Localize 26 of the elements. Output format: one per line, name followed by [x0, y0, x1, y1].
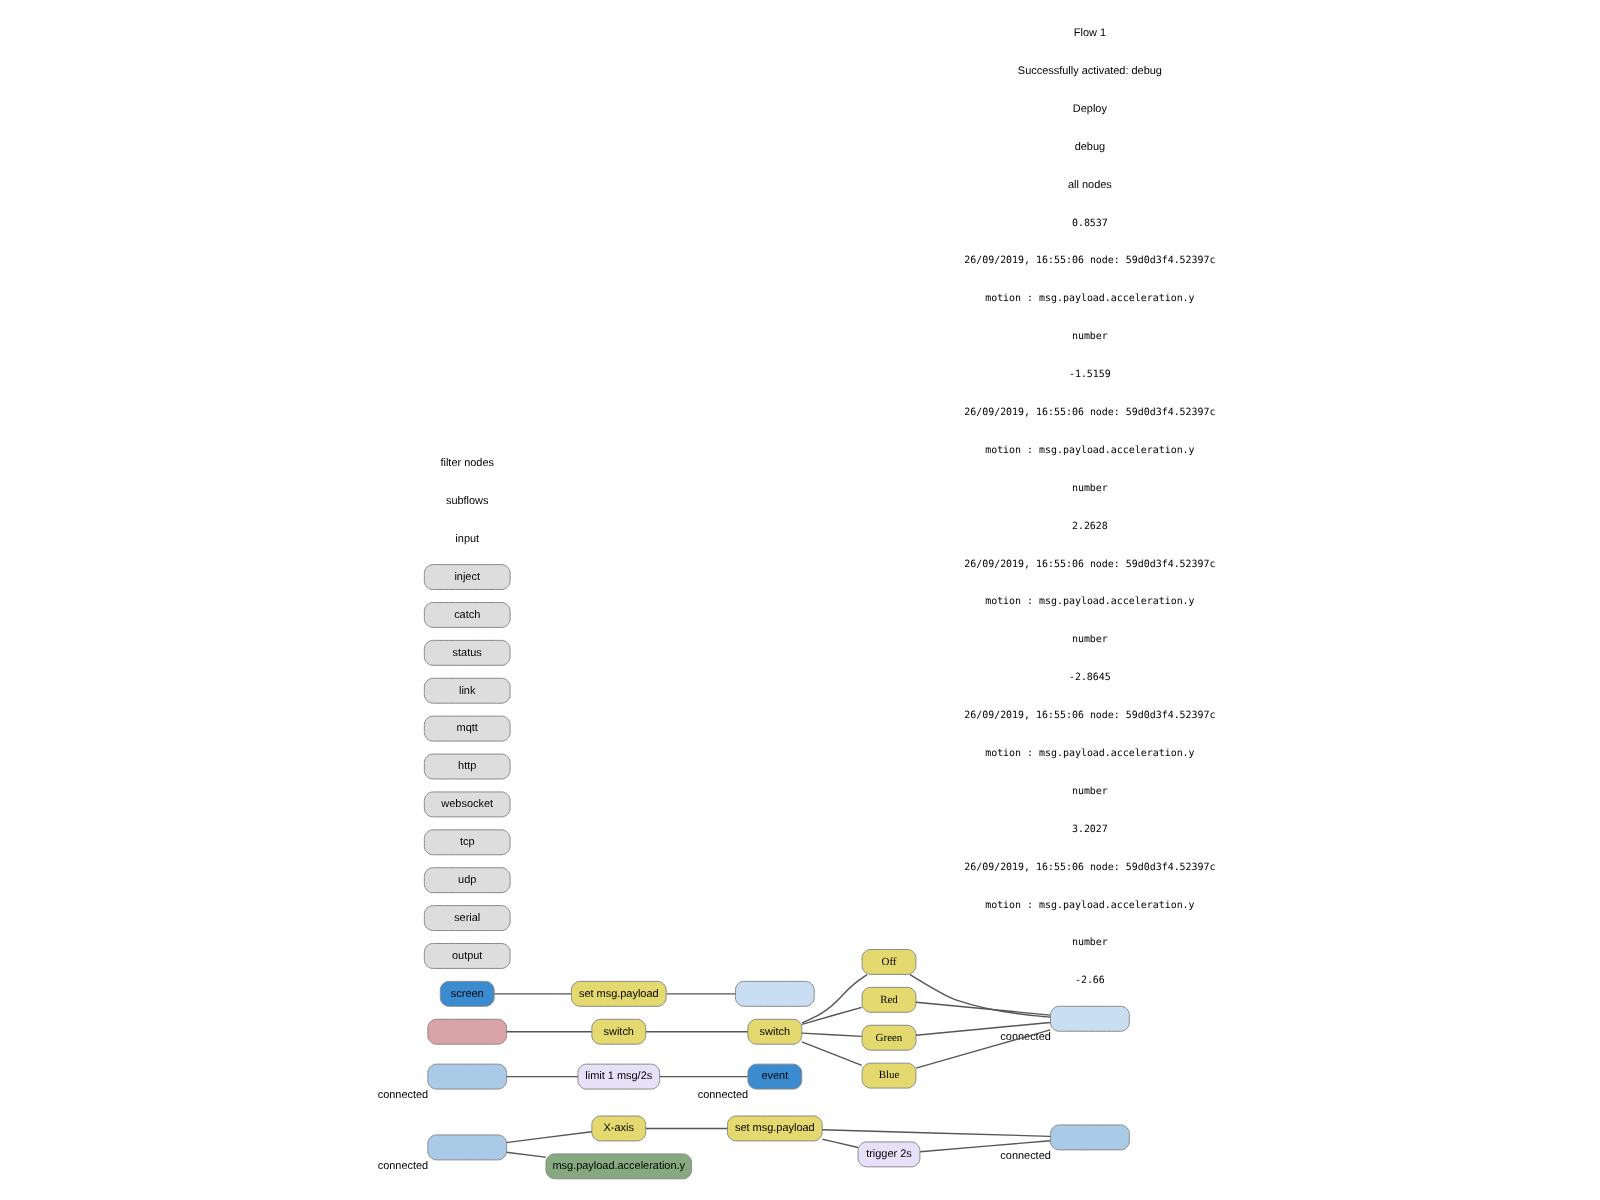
node-box [1049, 1005, 1129, 1032]
connector [664, 993, 736, 995]
connector [800, 973, 867, 1024]
connector [914, 1029, 1050, 1069]
connector [908, 973, 1051, 1018]
connector [918, 1140, 1050, 1153]
connector [800, 1006, 862, 1026]
connector [492, 993, 571, 995]
connector [505, 1031, 592, 1033]
connector [644, 1031, 748, 1033]
connector [644, 1127, 727, 1130]
connector [914, 1001, 1050, 1016]
connector [505, 1131, 592, 1144]
connector [658, 1075, 748, 1078]
connector [820, 1138, 858, 1149]
connector [505, 1075, 578, 1078]
node-box [426, 1134, 507, 1161]
node-box [426, 1063, 507, 1090]
node-box [733, 980, 814, 1007]
node-box [1049, 1124, 1129, 1151]
connector [800, 1041, 862, 1067]
node-box [426, 1018, 507, 1045]
connector [505, 1151, 546, 1158]
connector [800, 1032, 862, 1037]
connector [820, 1129, 1051, 1138]
connector [914, 1021, 1050, 1036]
